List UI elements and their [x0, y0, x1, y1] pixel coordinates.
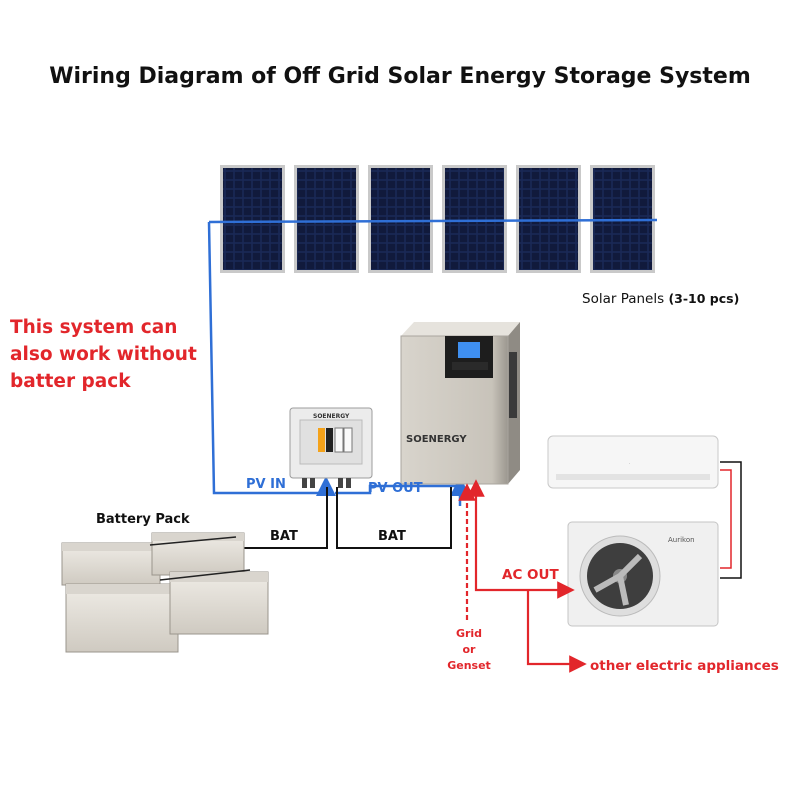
svg-text:·: · — [629, 461, 630, 466]
solar-panel — [294, 165, 359, 273]
ac-outdoor-unit: Aurikon — [567, 521, 719, 627]
ac-wiring — [458, 479, 587, 673]
grid-label: Grid — [455, 627, 483, 640]
battery — [151, 532, 245, 576]
solar-panel — [516, 165, 581, 273]
battery — [169, 571, 269, 635]
ac-indoor-unit: · — [547, 435, 719, 489]
solar-panels-count: (3-10 pcs) — [668, 291, 740, 306]
grid-genset-label: Grid or Genset — [446, 626, 492, 674]
pv-combiner-box: SOENERGY — [289, 407, 373, 488]
svg-text:SOENERGY: SOENERGY — [313, 413, 350, 420]
battery-wiring — [233, 487, 452, 549]
solar-panel — [442, 165, 507, 273]
pv-in-label: PV IN — [246, 477, 286, 492]
hybrid-inverter: SOENERGY — [400, 322, 520, 485]
solar-panels-title: Solar Panels — [582, 291, 665, 307]
battery-optional-note: This system can also work without batter… — [10, 317, 197, 392]
solar-panels-label: Solar Panels (3-10 pcs) — [582, 291, 739, 307]
solar-panel-array — [220, 165, 655, 273]
solar-panel — [220, 165, 285, 273]
battery-pack — [61, 532, 269, 653]
bat-label: BAT — [378, 529, 406, 544]
genset-label: Genset — [447, 659, 491, 672]
bat-label: BAT — [270, 529, 298, 544]
battery-pack-label: Battery Pack — [96, 512, 190, 527]
battery — [65, 583, 179, 653]
ac-brand: Aurikon — [668, 536, 695, 544]
pv-out-label: PV OUT — [368, 481, 423, 496]
ac-out-label: AC OUT — [502, 567, 559, 583]
solar-panel — [368, 165, 433, 273]
or-label: or — [462, 643, 476, 656]
inverter-brand: SOENERGY — [406, 434, 467, 445]
battery — [61, 542, 161, 586]
other-appliances-label: other electric appliances — [590, 658, 779, 674]
diagram-title: Wiring Diagram of Off Grid Solar Energy … — [49, 64, 751, 89]
